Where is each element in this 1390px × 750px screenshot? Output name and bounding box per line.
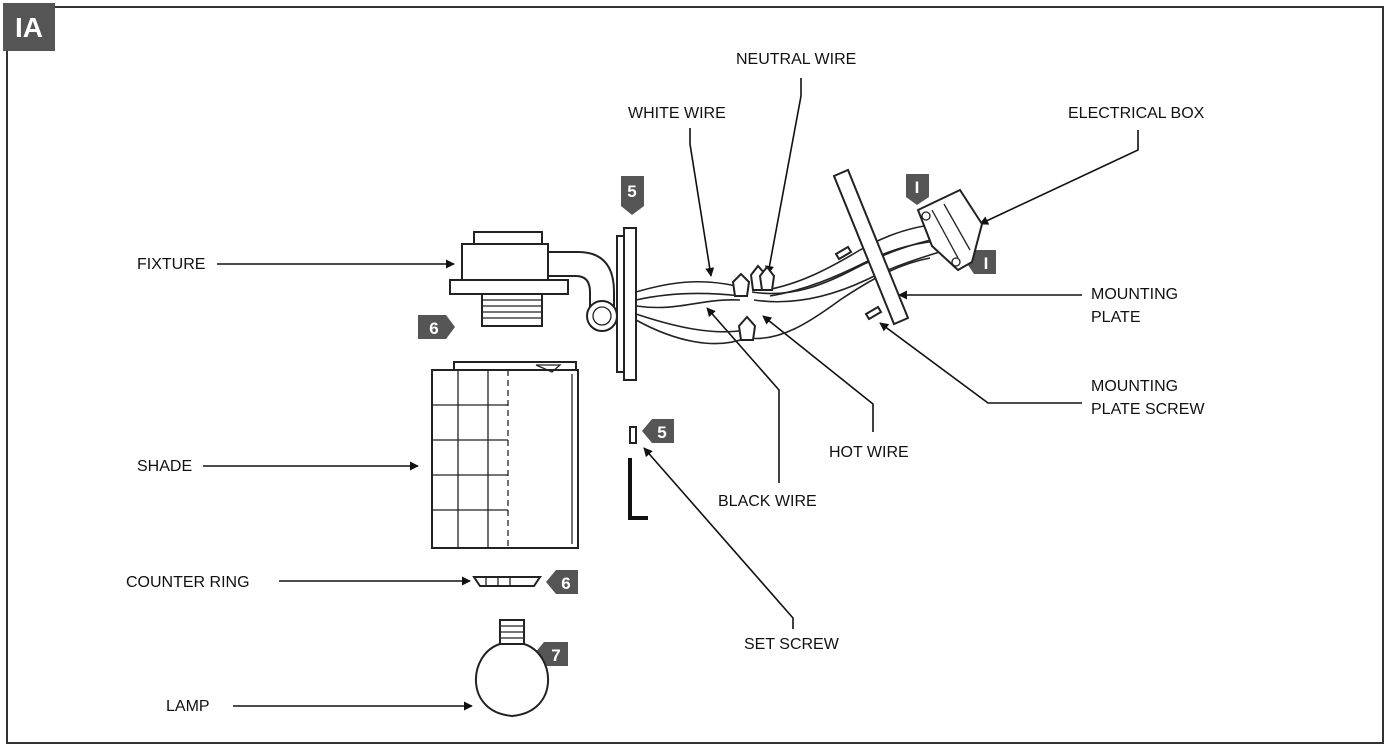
step-badge-counter-ring: 6 xyxy=(546,570,578,594)
svg-text:7: 7 xyxy=(551,646,560,665)
svg-text:5: 5 xyxy=(657,423,666,442)
label-counter-ring: COUNTER RING xyxy=(126,574,250,591)
allen-key-illustration xyxy=(628,458,648,520)
label-hot-wire: HOT WIRE xyxy=(829,444,909,461)
label-black-wire: BLACK WIRE xyxy=(718,493,817,510)
label-mounting-plate-screw-line2: PLATE SCREW xyxy=(1091,401,1205,418)
svg-text:I: I xyxy=(984,254,989,273)
step-badge-fixture: 6 xyxy=(418,315,455,339)
svg-text:I: I xyxy=(915,178,920,197)
label-electrical-box: ELECTRICAL BOX xyxy=(1068,105,1205,122)
leader-white-wire xyxy=(689,128,715,277)
figure-id-text: IA xyxy=(15,12,43,43)
svg-text:6: 6 xyxy=(561,574,570,593)
label-mounting-plate-screw-line1: MOUNTING xyxy=(1091,378,1178,395)
leader-mounting-plate-screw xyxy=(879,322,1082,404)
label-lamp: LAMP xyxy=(166,698,210,715)
label-shade: SHADE xyxy=(137,458,192,475)
step-badge-set-screw: 5 xyxy=(642,419,674,443)
lamp-illustration xyxy=(475,619,549,718)
leader-black-wire xyxy=(706,307,780,483)
step-badge-backplate: 5 xyxy=(621,176,644,215)
step-badge-box-top: I xyxy=(906,174,929,205)
fixture-illustration xyxy=(449,231,618,332)
mounting-plate-screw-illustration xyxy=(834,245,883,321)
label-white-wire: WHITE WIRE xyxy=(628,105,726,122)
label-neutral-wire: NEUTRAL WIRE xyxy=(736,51,856,68)
backplate-illustration xyxy=(616,227,637,381)
leader-electrical-box xyxy=(979,130,1139,225)
label-mounting-plate-line1: MOUNTING xyxy=(1091,286,1178,303)
mounting-plate-illustration xyxy=(832,168,910,326)
label-set-screw: SET SCREW xyxy=(744,636,840,653)
counter-ring-illustration xyxy=(472,576,542,587)
label-fixture: FIXTURE xyxy=(137,256,205,273)
svg-text:5: 5 xyxy=(627,182,636,201)
set-screw-illustration xyxy=(629,426,637,444)
svg-text:6: 6 xyxy=(429,319,438,338)
label-mounting-plate-line2: PLATE xyxy=(1091,309,1141,326)
leader-neutral-wire xyxy=(765,78,802,275)
wiring-illustration xyxy=(635,223,949,345)
electrical-box-illustration xyxy=(916,188,984,272)
shade-illustration xyxy=(431,361,579,549)
figure-id-badge: IA xyxy=(3,3,55,51)
diagram-frame xyxy=(6,6,1384,744)
leader-hot-wire xyxy=(762,315,874,432)
leader-set-screw xyxy=(643,447,794,629)
